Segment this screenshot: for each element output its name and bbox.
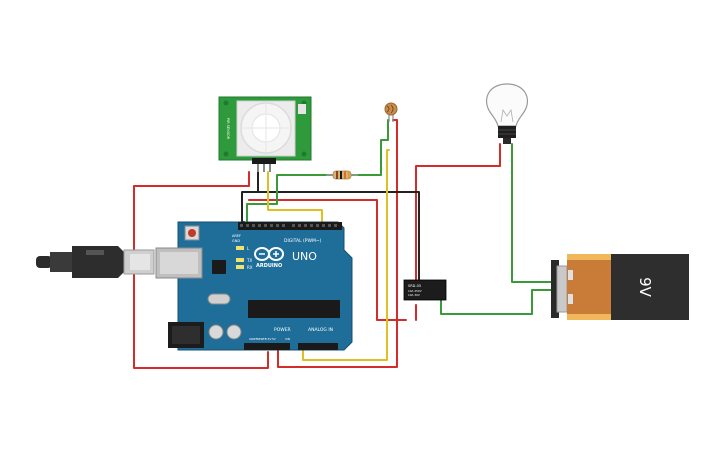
battery-voltage-label: 9V — [636, 277, 654, 298]
label-l: L — [247, 246, 250, 251]
label-tx: TX — [246, 258, 252, 263]
green-wire-bulb-to-battery[interactable] — [511, 143, 554, 283]
red-wire-pir-to-relay[interactable] — [248, 199, 407, 321]
usb-cable[interactable] — [36, 246, 155, 278]
battery-9v[interactable]: 9V — [551, 254, 689, 320]
capacitor — [226, 324, 242, 340]
power-label: POWER — [274, 327, 291, 333]
arduino-uno-board[interactable]: L TX RX ARDUINO UNO AREF GND DIGITAL — [155, 221, 353, 351]
resistor[interactable] — [326, 170, 358, 180]
model-text: UNO — [292, 250, 317, 263]
yellow-wire-pir-signal[interactable] — [267, 171, 323, 223]
analog-label: ANALOG IN — [308, 327, 333, 333]
led-rx — [236, 265, 244, 269]
analog-header — [298, 343, 338, 350]
wires — [133, 119, 554, 369]
relay-module[interactable]: SRD-05 10A 250V 10A 30V — [403, 279, 447, 301]
yellow-wire-ldr-analog[interactable] — [302, 149, 390, 361]
green-wire-resistor-left[interactable] — [246, 174, 333, 223]
power-header — [244, 343, 290, 350]
light-bulb[interactable] — [486, 83, 528, 144]
relay-line-1: SRD-05 — [408, 284, 421, 288]
reset-label: RESET — [257, 337, 266, 341]
digital-header — [238, 222, 342, 230]
led-tx — [236, 258, 244, 262]
v5-label: 5V — [272, 337, 276, 341]
atmega-chip — [248, 300, 340, 318]
led-l — [236, 246, 244, 250]
photoresistor[interactable] — [384, 102, 398, 122]
capacitor — [208, 324, 224, 340]
red-wire-left-loop[interactable] — [133, 171, 269, 369]
black-wire-relay-gnd[interactable] — [257, 191, 420, 283]
brand-text: ARDUINO — [256, 263, 282, 269]
aref-label: AREF — [232, 234, 241, 238]
arduino-logo-icon — [254, 247, 284, 261]
red-wire-relay-to-bulb[interactable] — [415, 143, 501, 283]
v33-label: 3.3V — [265, 337, 271, 341]
vin-label: VIN — [285, 337, 290, 341]
label-rx: RX — [247, 265, 253, 270]
relay-line-2: 10A 250V — [408, 289, 422, 293]
pir-sensor[interactable]: PIR SENSOR — [218, 96, 312, 172]
relay-line-3: 10A 30V — [408, 293, 420, 297]
red-wire-ldr-power[interactable] — [277, 119, 398, 368]
ioref-label: IOREF — [249, 337, 258, 341]
crystal-oscillator — [207, 293, 231, 305]
gnd-label: GND — [232, 239, 240, 243]
green-wire-ldr[interactable] — [351, 119, 389, 176]
digital-label: DIGITAL (PWM~) — [284, 238, 322, 244]
pir-side-label: PIR SENSOR — [226, 118, 230, 140]
bulb-base — [498, 126, 516, 138]
green-wire-relay-to-battery[interactable] — [440, 289, 554, 315]
